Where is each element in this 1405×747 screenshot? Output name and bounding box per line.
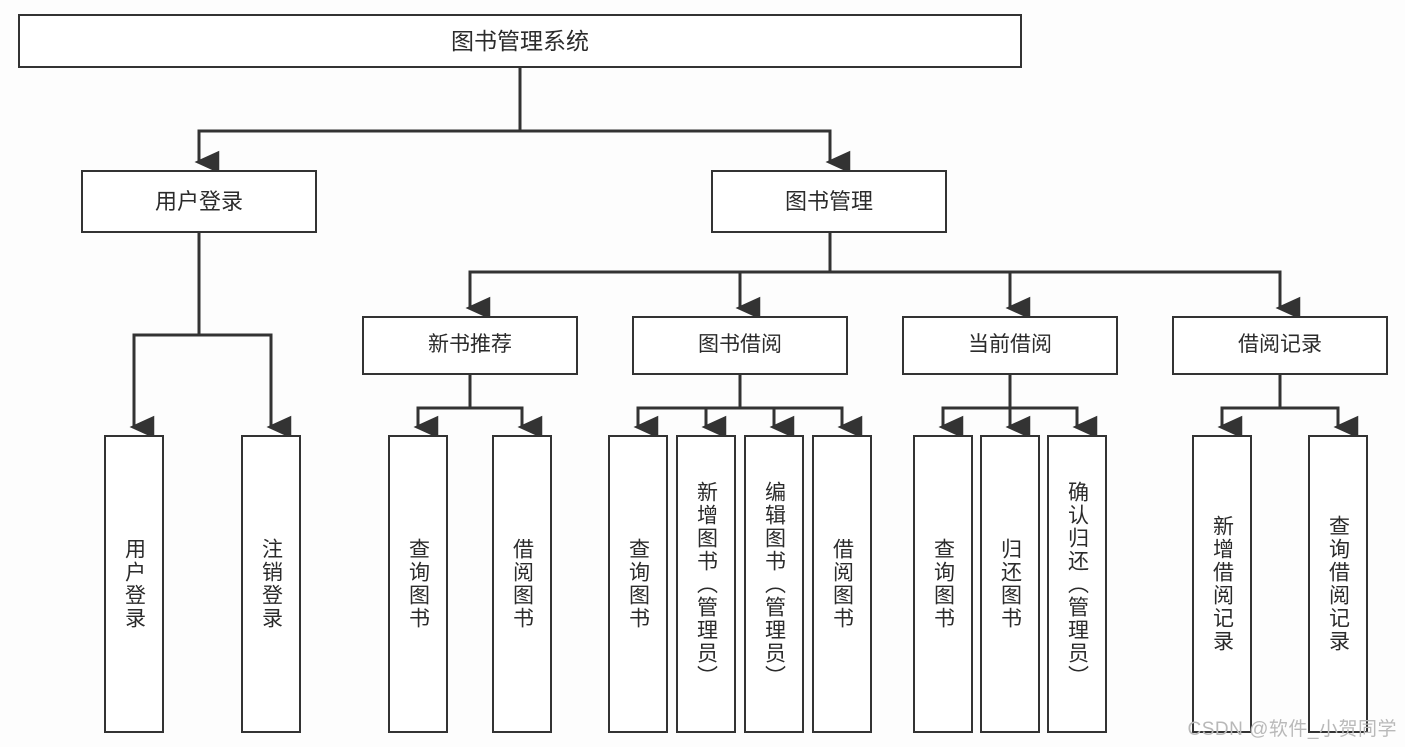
node-book-management-label: 图书管理 xyxy=(784,188,873,214)
leaf-borrow-record-add[interactable]: 新增借阅记录 xyxy=(1192,435,1252,733)
leaf-book-borrow-edit[interactable]: 编辑图书（管理员） xyxy=(744,435,804,733)
leaf-user-login-signin[interactable]: 用户登录 xyxy=(104,435,164,733)
node-book-borrow-label: 图书借阅 xyxy=(698,333,782,357)
leaf-new-book-query-label: 查询图书 xyxy=(406,538,430,630)
watermark: CSDN @软件_小贺同学 xyxy=(1187,719,1397,740)
leaf-borrow-record-query-label: 查询借阅记录 xyxy=(1326,515,1350,653)
node-user-login[interactable]: 用户登录 xyxy=(81,170,317,233)
node-borrow-record-label: 借阅记录 xyxy=(1238,333,1322,357)
leaf-book-borrow-add-label: 新增图书（管理员） xyxy=(694,480,718,688)
leaf-user-login-signout-label: 注销登录 xyxy=(259,538,283,630)
leaf-current-borrow-confirm-label: 确认归还（管理员） xyxy=(1065,480,1089,688)
leaf-borrow-record-add-label: 新增借阅记录 xyxy=(1210,515,1234,653)
node-new-book-recommend[interactable]: 新书推荐 xyxy=(362,316,578,375)
leaf-book-borrow-lend[interactable]: 借阅图书 xyxy=(812,435,872,733)
node-new-book-recommend-label: 新书推荐 xyxy=(428,333,512,357)
leaf-book-borrow-lend-label: 借阅图书 xyxy=(830,538,854,630)
node-root-label: 图书管理系统 xyxy=(451,27,589,54)
leaf-book-borrow-add[interactable]: 新增图书（管理员） xyxy=(676,435,736,733)
node-book-borrow[interactable]: 图书借阅 xyxy=(632,316,848,375)
leaf-current-borrow-query-label: 查询图书 xyxy=(931,538,955,630)
leaf-new-book-borrow-label: 借阅图书 xyxy=(510,538,534,630)
leaf-user-login-signout[interactable]: 注销登录 xyxy=(241,435,301,733)
node-current-borrow[interactable]: 当前借阅 xyxy=(902,316,1118,375)
leaf-user-login-signin-label: 用户登录 xyxy=(122,538,146,630)
leaf-borrow-record-query[interactable]: 查询借阅记录 xyxy=(1308,435,1368,733)
leaf-book-borrow-query-label: 查询图书 xyxy=(626,538,650,630)
leaf-new-book-query[interactable]: 查询图书 xyxy=(388,435,448,733)
node-user-login-label: 用户登录 xyxy=(154,188,243,214)
node-borrow-record[interactable]: 借阅记录 xyxy=(1172,316,1388,375)
leaf-new-book-borrow[interactable]: 借阅图书 xyxy=(492,435,552,733)
leaf-book-borrow-edit-label: 编辑图书（管理员） xyxy=(762,480,786,688)
node-current-borrow-label: 当前借阅 xyxy=(968,333,1052,357)
leaf-current-borrow-return-label: 归还图书 xyxy=(998,538,1022,630)
leaf-current-borrow-confirm[interactable]: 确认归还（管理员） xyxy=(1047,435,1107,733)
node-root[interactable]: 图书管理系统 xyxy=(18,14,1022,68)
leaf-book-borrow-query[interactable]: 查询图书 xyxy=(608,435,668,733)
node-book-management[interactable]: 图书管理 xyxy=(711,170,947,233)
leaf-current-borrow-query[interactable]: 查询图书 xyxy=(913,435,973,733)
leaf-current-borrow-return[interactable]: 归还图书 xyxy=(980,435,1040,733)
